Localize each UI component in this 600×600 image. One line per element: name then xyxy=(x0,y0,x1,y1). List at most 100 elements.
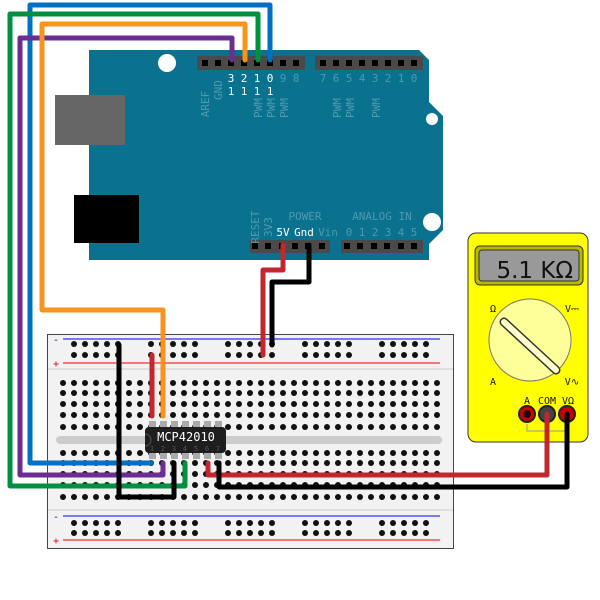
rail-hole[interactable] xyxy=(192,352,198,358)
rail-hole[interactable] xyxy=(379,530,385,536)
rail-hole[interactable] xyxy=(258,520,264,526)
breadboard-hole[interactable] xyxy=(335,494,341,500)
breadboard-hole[interactable] xyxy=(379,494,385,500)
rail-hole[interactable] xyxy=(236,520,242,526)
breadboard-hole[interactable] xyxy=(379,424,385,430)
rail-hole[interactable] xyxy=(71,341,77,347)
breadboard-hole[interactable] xyxy=(302,390,308,396)
breadboard-hole[interactable] xyxy=(170,390,176,396)
breadboard-hole[interactable] xyxy=(247,424,253,430)
breadboard-hole[interactable] xyxy=(203,412,209,418)
breadboard-hole[interactable] xyxy=(313,390,319,396)
breadboard-hole[interactable] xyxy=(390,390,396,396)
header-pin[interactable] xyxy=(254,60,260,66)
rail-hole[interactable] xyxy=(390,520,396,526)
breadboard-hole[interactable] xyxy=(423,460,429,466)
breadboard-hole[interactable] xyxy=(357,390,363,396)
breadboard-hole[interactable] xyxy=(324,494,330,500)
breadboard-hole[interactable] xyxy=(203,390,209,396)
breadboard-hole[interactable] xyxy=(291,424,297,430)
rail-hole[interactable] xyxy=(269,520,275,526)
breadboard-hole[interactable] xyxy=(269,380,275,386)
wire-meter-com[interactable] xyxy=(205,411,550,478)
header-pin[interactable] xyxy=(241,60,247,66)
rail-hole[interactable] xyxy=(379,352,385,358)
breadboard-hole[interactable] xyxy=(137,401,143,407)
breadboard-hole[interactable] xyxy=(71,390,77,396)
header-pin[interactable] xyxy=(385,60,391,66)
rail-hole[interactable] xyxy=(93,341,99,347)
breadboard-hole[interactable] xyxy=(269,424,275,430)
breadboard-hole[interactable] xyxy=(401,390,407,396)
breadboard-hole[interactable] xyxy=(346,450,352,456)
header-pin[interactable] xyxy=(280,60,286,66)
rail-hole[interactable] xyxy=(170,530,176,536)
rail-hole[interactable] xyxy=(181,520,187,526)
header-pin[interactable] xyxy=(228,60,234,66)
rail-hole[interactable] xyxy=(93,352,99,358)
breadboard-hole[interactable] xyxy=(291,401,297,407)
breadboard-hole[interactable] xyxy=(269,460,275,466)
breadboard-hole[interactable] xyxy=(357,412,363,418)
breadboard-hole[interactable] xyxy=(71,412,77,418)
breadboard-hole[interactable] xyxy=(247,412,253,418)
header-pin[interactable] xyxy=(320,60,326,66)
rail-hole[interactable] xyxy=(181,352,187,358)
rail-hole[interactable] xyxy=(401,341,407,347)
breadboard-hole[interactable] xyxy=(302,460,308,466)
breadboard-hole[interactable] xyxy=(203,482,209,488)
rail-hole[interactable] xyxy=(269,530,275,536)
rail-hole[interactable] xyxy=(148,341,154,347)
breadboard-hole[interactable] xyxy=(137,450,143,456)
rail-hole[interactable] xyxy=(247,520,253,526)
rail-hole[interactable] xyxy=(225,352,231,358)
breadboard-hole[interactable] xyxy=(93,380,99,386)
breadboard-hole[interactable] xyxy=(247,450,253,456)
rail-hole[interactable] xyxy=(269,352,275,358)
rail-hole[interactable] xyxy=(335,530,341,536)
breadboard-hole[interactable] xyxy=(137,412,143,418)
header-pin[interactable] xyxy=(398,243,404,249)
breadboard-hole[interactable] xyxy=(60,390,66,396)
breadboard-hole[interactable] xyxy=(280,450,286,456)
breadboard-hole[interactable] xyxy=(357,401,363,407)
rail-hole[interactable] xyxy=(236,341,242,347)
breadboard-hole[interactable] xyxy=(71,424,77,430)
rail-hole[interactable] xyxy=(346,352,352,358)
breadboard-hole[interactable] xyxy=(225,390,231,396)
rail-hole[interactable] xyxy=(159,520,165,526)
breadboard-hole[interactable] xyxy=(181,380,187,386)
rail-hole[interactable] xyxy=(412,530,418,536)
rail-hole[interactable] xyxy=(302,352,308,358)
breadboard-hole[interactable] xyxy=(71,494,77,500)
rail-hole[interactable] xyxy=(335,352,341,358)
breadboard-hole[interactable] xyxy=(280,380,286,386)
breadboard-hole[interactable] xyxy=(82,412,88,418)
breadboard-hole[interactable] xyxy=(291,460,297,466)
header-pin[interactable] xyxy=(357,243,363,249)
rail-hole[interactable] xyxy=(104,352,110,358)
breadboard-hole[interactable] xyxy=(324,401,330,407)
rail-hole[interactable] xyxy=(148,520,154,526)
breadboard-hole[interactable] xyxy=(170,380,176,386)
breadboard-hole[interactable] xyxy=(302,401,308,407)
breadboard-hole[interactable] xyxy=(236,450,242,456)
rail-hole[interactable] xyxy=(423,352,429,358)
breadboard-hole[interactable] xyxy=(93,494,99,500)
breadboard-hole[interactable] xyxy=(390,412,396,418)
breadboard-hole[interactable] xyxy=(236,380,242,386)
header-pin[interactable] xyxy=(344,243,350,249)
breadboard-hole[interactable] xyxy=(280,401,286,407)
breadboard-hole[interactable] xyxy=(324,390,330,396)
breadboard-hole[interactable] xyxy=(181,401,187,407)
rail-hole[interactable] xyxy=(104,341,110,347)
breadboard-hole[interactable] xyxy=(335,390,341,396)
breadboard-hole[interactable] xyxy=(313,380,319,386)
breadboard-hole[interactable] xyxy=(346,460,352,466)
breadboard-hole[interactable] xyxy=(258,380,264,386)
breadboard-hole[interactable] xyxy=(71,380,77,386)
breadboard-hole[interactable] xyxy=(335,450,341,456)
rail-hole[interactable] xyxy=(71,352,77,358)
breadboard-hole[interactable] xyxy=(412,450,418,456)
rail-hole[interactable] xyxy=(247,530,253,536)
